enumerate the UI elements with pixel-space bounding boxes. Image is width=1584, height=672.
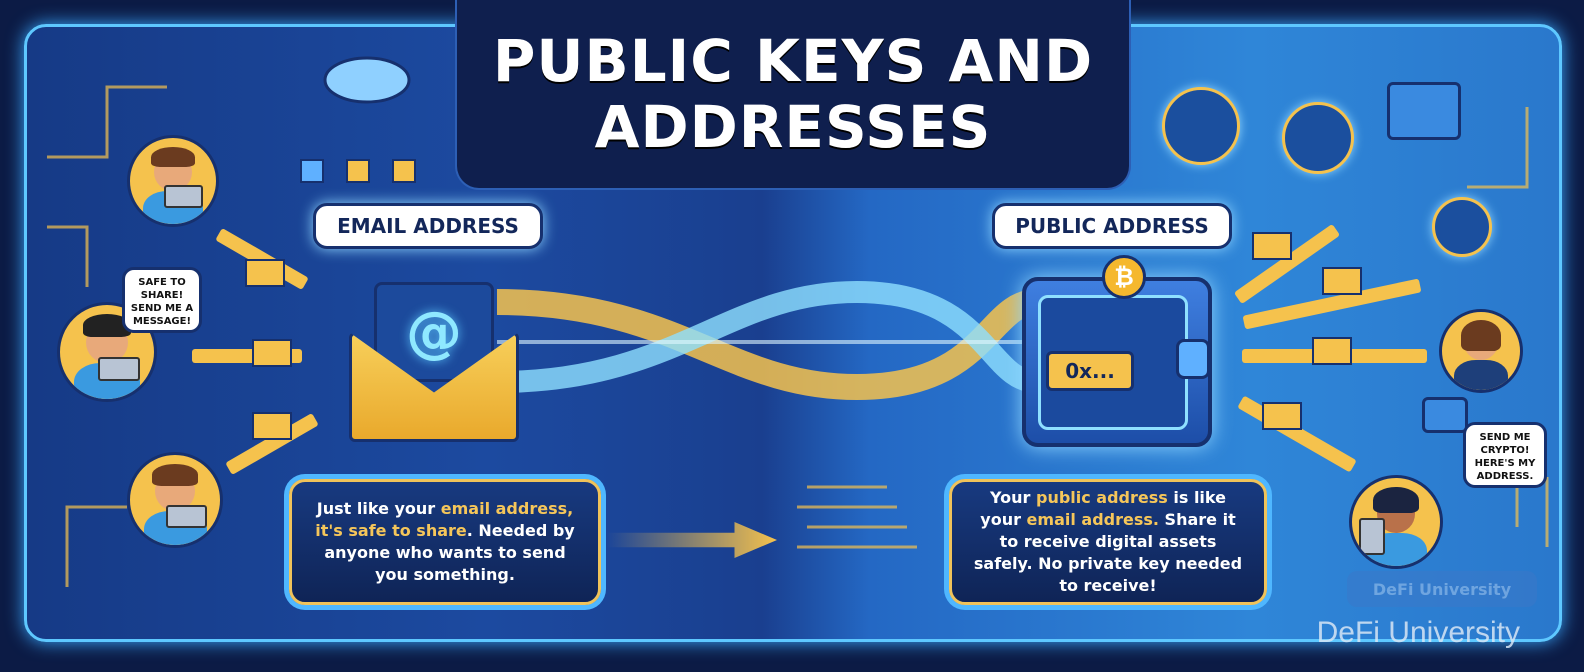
- wallet-illustration: 0x...: [1022, 277, 1212, 447]
- envelope-icon: [1312, 337, 1352, 365]
- envelope-icon: [252, 412, 292, 440]
- envelope-icon: [1252, 232, 1292, 260]
- avatar-girl-tablet: [1349, 475, 1443, 569]
- watermark-inner: DeFi University: [1347, 571, 1537, 607]
- circuit-lines: [47, 85, 1549, 587]
- email-address-label: EMAIL ADDRESS: [313, 203, 543, 249]
- wallet-address-text: 0x...: [1046, 351, 1134, 391]
- stream-blue: [496, 280, 1039, 393]
- envelope-illustration: @: [349, 272, 519, 442]
- email-explanation-box: Just like your email address, it's safe …: [289, 479, 601, 605]
- public-address-label: PUBLIC ADDRESS: [992, 203, 1232, 249]
- gears-chart-icon: [1162, 87, 1240, 165]
- exchange-coins-icon: [1432, 197, 1492, 257]
- avatar-woman: [1439, 309, 1523, 393]
- bitcoin-coin-icon: ₿: [1102, 255, 1146, 299]
- speech-bubble-left: SAFE TO SHARE! SEND ME A MESSAGE!: [122, 267, 202, 333]
- page-title: PUBLIC KEYS AND ADDRESSES: [455, 0, 1131, 190]
- envelope-icon: [1262, 402, 1302, 430]
- small-wallet-icon: [1422, 397, 1468, 433]
- flow-streams: [47, 85, 1549, 587]
- avatar-man-bottom: [127, 452, 223, 548]
- avatar-man-top: [127, 135, 219, 227]
- avatar-man-middle: [57, 302, 157, 402]
- watermark: DeFi University: [1316, 616, 1520, 649]
- envelope-icon: [1322, 267, 1362, 295]
- speech-bubble-right: SEND ME CRYPTO! HERE'S MY ADDRESS.: [1463, 422, 1547, 488]
- browser-ethereum-icon: [1387, 82, 1461, 140]
- stream-gold: [496, 289, 1039, 401]
- cloud-network-icon: [300, 56, 416, 183]
- envelope-icon: [252, 339, 292, 367]
- envelope-icon: [245, 259, 285, 287]
- title-line-2: ADDRESSES: [594, 93, 992, 161]
- public-address-explanation-box: Your public address is like your email a…: [949, 479, 1267, 605]
- title-line-1: PUBLIC KEYS AND: [492, 27, 1094, 95]
- rocket-icon: [1282, 102, 1354, 174]
